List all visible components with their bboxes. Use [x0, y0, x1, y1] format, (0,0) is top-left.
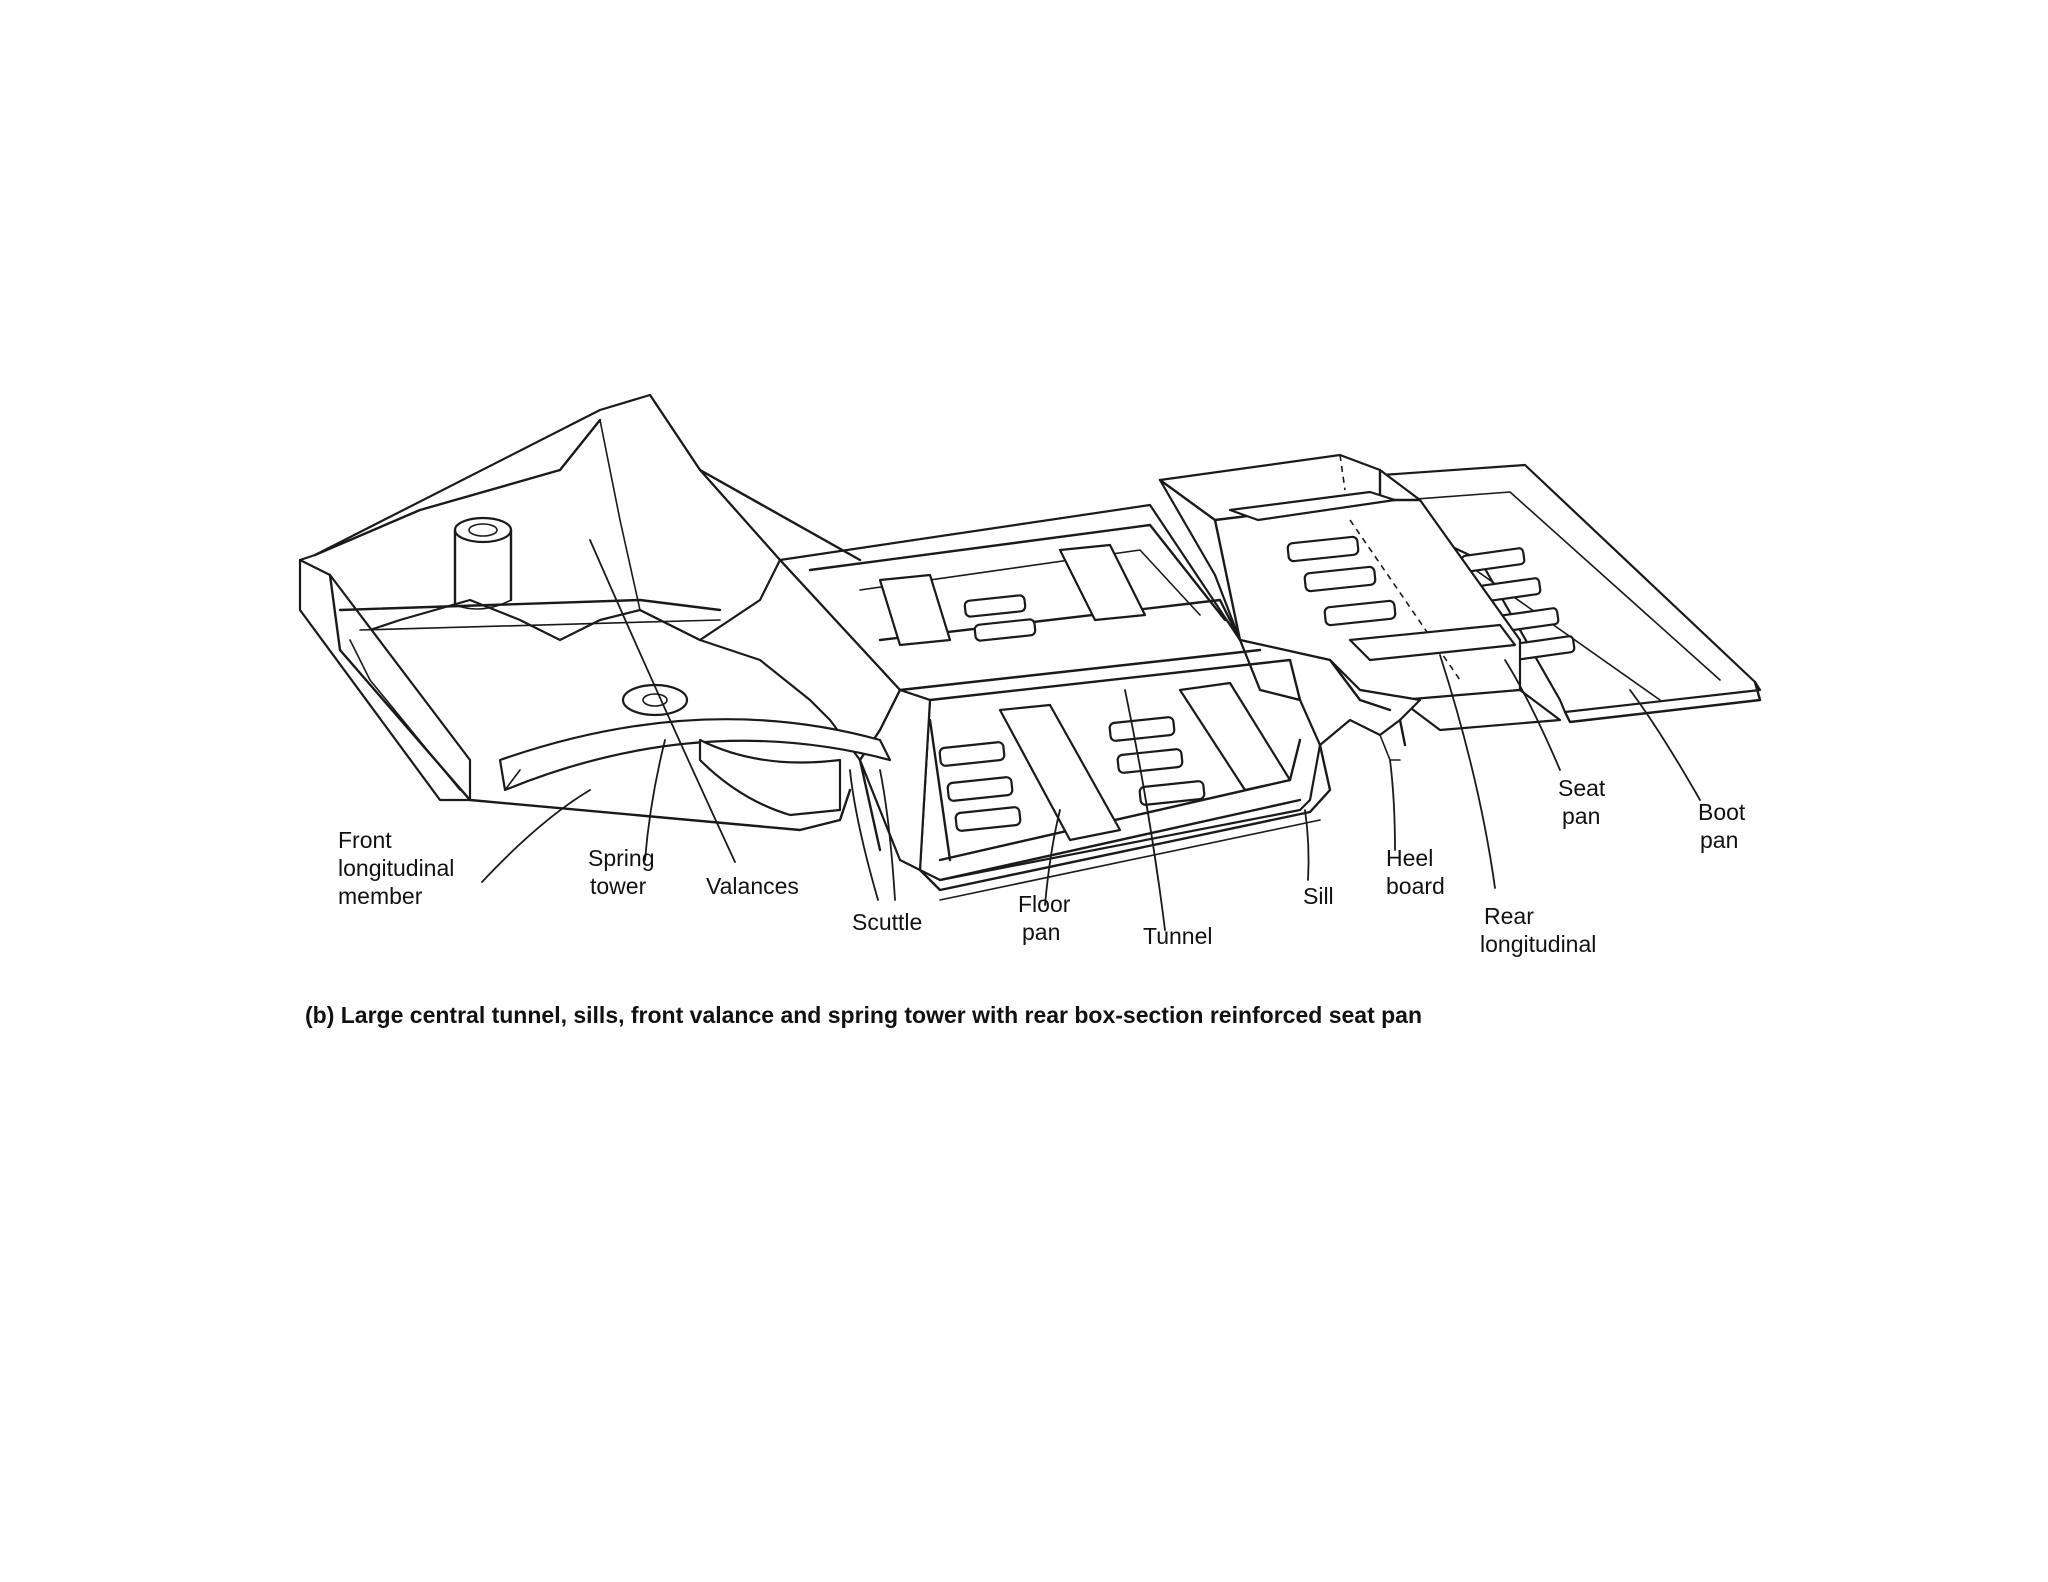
label-floor-pan: Floor pan [1018, 891, 1077, 945]
label-sill: Sill [1303, 883, 1334, 909]
figure-caption: (b) Large central tunnel, sills, front v… [305, 1002, 1422, 1028]
leader-scuttle-a [849, 769, 879, 901]
leader-floor-pan [1044, 809, 1061, 906]
sill-shape [918, 743, 1332, 901]
seat-pan-shape [1158, 453, 1562, 732]
leader-rear-longitudinal [1439, 654, 1496, 889]
engine-bay-shape [298, 393, 892, 832]
leader-front-longitudinal [481, 789, 591, 883]
label-spring-tower: Spring tower [588, 845, 661, 899]
label-boot-pan: Boot pan [1698, 799, 1752, 853]
leader-seat-pan [1504, 659, 1561, 771]
leader-spring-tower [644, 739, 666, 861]
label-seat-pan: Seat pan [1558, 775, 1612, 829]
leader-lines [481, 539, 1701, 931]
label-heel-board: Heel board [1386, 845, 1445, 899]
label-valances: Valances [706, 873, 799, 899]
leader-scuttle-b [879, 769, 896, 901]
leader-valances [589, 539, 736, 863]
floor-pan-illustration [298, 393, 1762, 901]
label-tunnel: Tunnel [1143, 923, 1212, 949]
leader-sill [1304, 809, 1310, 881]
leader-heel-board [1389, 759, 1396, 851]
floor-pan-shape [778, 503, 1322, 882]
leader-boot-pan [1629, 689, 1701, 801]
label-front-longitudinal-member: Front longitudinal member [338, 827, 461, 909]
label-scuttle: Scuttle [852, 909, 922, 935]
leader-tunnel [1124, 689, 1166, 931]
labels: Front longitudinal member Spring tower V… [338, 775, 1752, 957]
label-rear-longitudinal: Rear longitudinal [1480, 903, 1596, 957]
